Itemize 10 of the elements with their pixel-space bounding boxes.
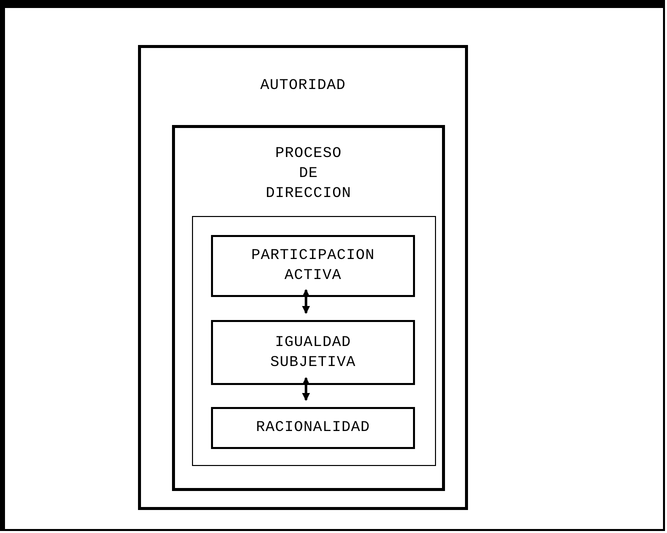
label-box: RACIONALIDAD bbox=[211, 407, 415, 449]
double-arrow bbox=[302, 377, 310, 401]
outer-box bbox=[138, 45, 468, 510]
box-heading: AUTORIDAD bbox=[259, 76, 347, 96]
double-arrow bbox=[302, 289, 310, 314]
label-box: IGUALDAD SUBJETIVA bbox=[211, 320, 415, 385]
box-heading: PROCESO DE DIRECCION bbox=[266, 144, 352, 204]
label-box: PARTICIPACION ACTIVA bbox=[211, 235, 415, 297]
empty-box bbox=[192, 216, 436, 466]
process-box bbox=[172, 125, 445, 491]
